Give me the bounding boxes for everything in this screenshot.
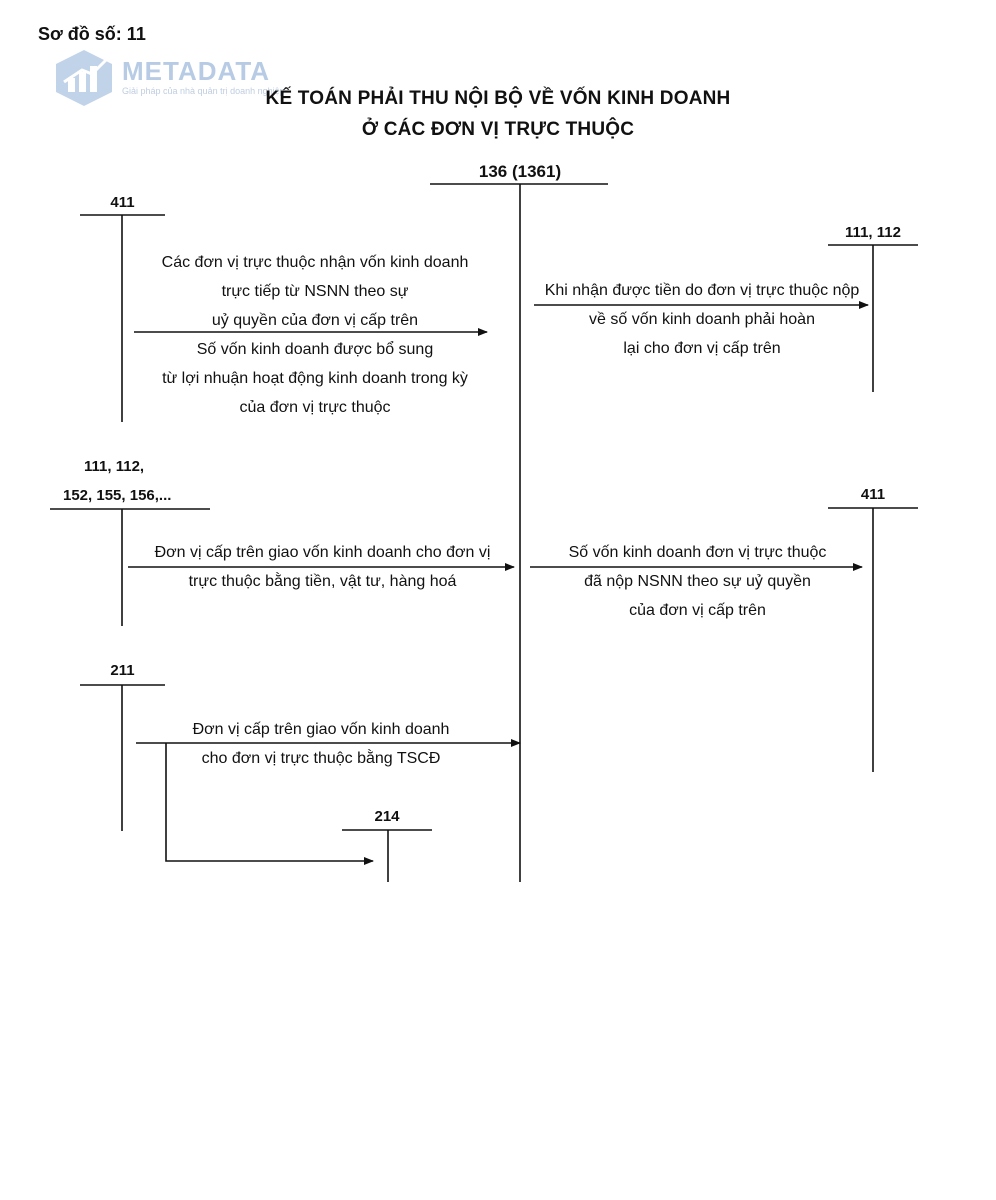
flow-1-line-3: uỷ quyền của đơn vị cấp trên — [211, 312, 419, 329]
account-211-label: 211 — [110, 662, 135, 679]
flow-1-line-2: trực tiếp từ NSNN theo sự — [221, 283, 409, 300]
flow-4-line-1: Số vốn kinh doanh đơn vị trực thuộc — [568, 544, 827, 561]
flow-3-line-1: Đơn vị cấp trên giao vốn kinh doanh cho … — [154, 544, 491, 561]
flow-4-line-2: đã nộp NSNN theo sự uỷ quyền — [584, 573, 811, 590]
diagram-title-line1: KẾ TOÁN PHẢI THU NỘI BỘ VỀ VỐN KINH DOAN… — [265, 88, 731, 109]
account-411-top-label: 411 — [110, 194, 135, 211]
account-214-label: 214 — [374, 808, 400, 825]
flow-1-line-6: của đơn vị trực thuộc — [239, 399, 391, 416]
flow-description-5: Đơn vị cấp trên giao vốn kinh doanh cho … — [140, 715, 502, 773]
flow-1-line-1: Các đơn vị trực thuộc nhận vốn kinh doan… — [161, 254, 469, 271]
diagram-number: Sơ đồ số: 11 — [38, 24, 146, 44]
watermark-brand: METADATA — [122, 56, 271, 86]
diagram-title-line2: Ở CÁC ĐƠN VỊ TRỰC THUỘC — [361, 119, 635, 140]
watermark-logo: METADATA Giải pháp của nhà quản trị doan… — [52, 48, 302, 108]
account-111-112-label: 111, 112 — [845, 224, 901, 241]
account-411-right-label: 411 — [860, 486, 886, 503]
logo-icon — [56, 50, 112, 106]
account-111-152-label-line1: 111, 112, — [84, 458, 145, 475]
flow-3-line-2: trực thuộc bằng tiền, vật tư, hàng hoá — [188, 573, 457, 590]
flow-1-line-4: Số vốn kinh doanh được bổ sung — [196, 341, 434, 358]
arrow-211-to-214 — [165, 743, 374, 865]
flow-5-line-1: Đơn vị cấp trên giao vốn kinh doanh — [192, 721, 450, 738]
flow-2-line-2: về số vốn kinh doanh phải hoàn — [589, 311, 815, 328]
watermark-tagline: Giải pháp của nhà quản trị doanh nghiệp — [122, 86, 285, 96]
flow-description-4: Số vốn kinh doanh đơn vị trực thuộc đã n… — [530, 538, 865, 625]
flow-description-2: Khi nhận được tiền do đơn vị trực thuộc … — [522, 276, 882, 363]
flow-2-line-3: lại cho đơn vị cấp trên — [623, 340, 781, 357]
account-136-label: 136 (1361) — [478, 162, 562, 181]
flow-description-3: Đơn vị cấp trên giao vốn kinh doanh cho … — [125, 538, 520, 596]
flow-2-line-1: Khi nhận được tiền do đơn vị trực thuộc … — [544, 282, 860, 299]
flow-4-line-3: của đơn vị cấp trên — [629, 602, 766, 619]
flow-1-line-5: từ lợi nhuận hoạt động kinh doanh trong … — [162, 370, 468, 387]
flow-description-1: Các đơn vị trực thuộc nhận vốn kinh doan… — [130, 248, 500, 422]
account-111-152-label-line2: 152, 155, 156,... — [63, 487, 172, 504]
flow-5-line-2: cho đơn vị trực thuộc bằng TSCĐ — [201, 750, 441, 767]
